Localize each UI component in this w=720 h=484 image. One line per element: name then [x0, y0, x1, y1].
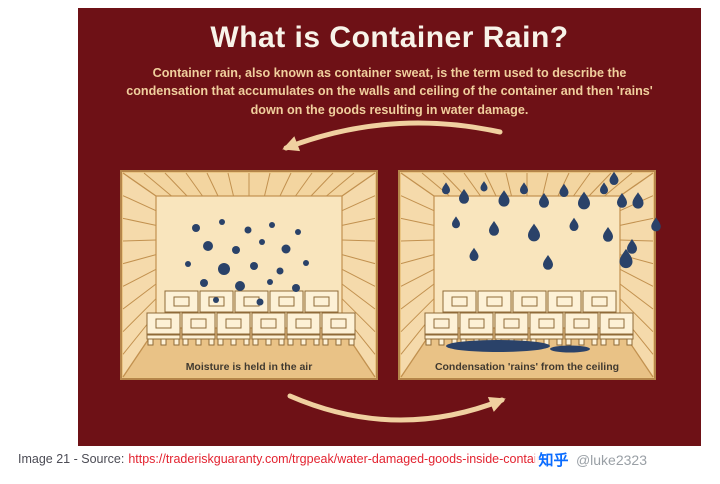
watermark-handle: @luke2323: [575, 452, 647, 468]
crate-stack: [146, 290, 356, 346]
container-rain-infographic: What is Container Rain? Container rain, …: [78, 8, 701, 446]
source-link[interactable]: https://traderiskguaranty.com/trgpeak/wa…: [128, 452, 555, 466]
image-caption: Image 21 - Source:https://traderiskguara…: [18, 452, 555, 466]
moisture-caption: Moisture is held in the air: [185, 361, 313, 373]
moisture-dots: [185, 219, 309, 306]
cycle-arrow-right-icon: [287, 393, 506, 423]
watermark: 知乎 @luke2323: [535, 449, 650, 470]
shipping-container-moisture-illustration: [120, 170, 378, 380]
water-puddle: [446, 340, 550, 352]
cycle-arrow-left-icon: [282, 120, 503, 152]
stray-droplets-icon: [609, 171, 661, 254]
rain-droplets: [442, 181, 633, 270]
caption-prefix: Image 21 - Source:: [18, 452, 125, 466]
moisture-container-figure: Moisture is held in the air: [120, 170, 378, 380]
poster-title: What is Container Rain?: [210, 21, 569, 54]
rain-caption: Condensation 'rains' from the ceiling: [434, 361, 620, 373]
condensation-container-figure: Condensation 'rains' from the ceiling: [398, 170, 656, 380]
zhihu-logo: 知乎: [538, 452, 569, 469]
poster-subtitle: Container rain, also known as container …: [126, 66, 653, 117]
shipping-container-rain-illustration: [398, 170, 656, 380]
